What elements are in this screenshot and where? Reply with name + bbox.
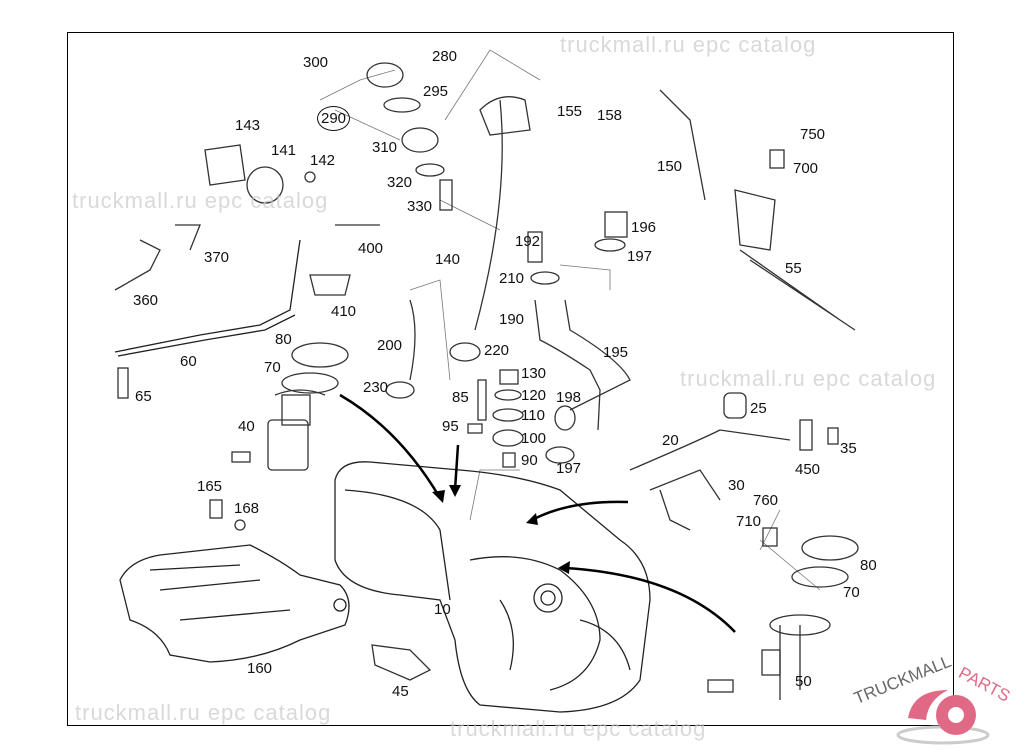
part-label[interactable]: 310 bbox=[372, 139, 398, 156]
part-label[interactable]: 370 bbox=[204, 249, 230, 266]
part-label[interactable]: 90 bbox=[521, 452, 538, 469]
part-label[interactable]: 230 bbox=[363, 379, 389, 396]
rings bbox=[281, 342, 859, 588]
part-label[interactable]: 45 bbox=[392, 683, 409, 700]
part-label[interactable]: 196 bbox=[631, 219, 657, 236]
diagram-frame bbox=[67, 32, 954, 726]
watermark: truckmall.ru epc catalog bbox=[72, 188, 329, 213]
part-label[interactable]: 85 bbox=[452, 389, 469, 406]
part-label[interactable]: 20 bbox=[662, 432, 679, 449]
filler-neck-55 bbox=[734, 189, 856, 331]
part-label[interactable]: 220 bbox=[484, 342, 510, 359]
fuel-pump-40 bbox=[231, 389, 326, 471]
part-label[interactable]: 197 bbox=[627, 248, 653, 265]
part-label[interactable]: 200 bbox=[377, 337, 403, 354]
part-label[interactable]: 168 bbox=[234, 500, 260, 517]
part-label[interactable]: 165 bbox=[197, 478, 223, 495]
part-label[interactable]: 70 bbox=[843, 584, 860, 601]
part-label[interactable]: 750 bbox=[800, 126, 826, 143]
part-label[interactable]: 320 bbox=[387, 174, 413, 191]
part-label[interactable]: 160 bbox=[247, 660, 273, 677]
part-label[interactable]: 198 bbox=[556, 389, 582, 406]
watermark: truckmall.ru epc catalog bbox=[75, 700, 332, 725]
part-label[interactable]: 110 bbox=[521, 407, 545, 424]
part-label[interactable]: 158 bbox=[597, 107, 623, 124]
part-label[interactable]: 155 bbox=[557, 103, 583, 120]
part-label[interactable]: 30 bbox=[728, 477, 745, 494]
part-label[interactable]: 143 bbox=[235, 117, 261, 134]
hoses bbox=[409, 89, 791, 531]
part-label[interactable]: 50 bbox=[795, 673, 812, 690]
part-label[interactable]: 760 bbox=[753, 492, 779, 509]
part-label[interactable]: 192 bbox=[515, 233, 541, 250]
part-label[interactable]: 70 bbox=[264, 359, 281, 376]
arrow-heads bbox=[432, 485, 570, 574]
part-label[interactable]: 25 bbox=[750, 400, 767, 417]
heat-shield bbox=[119, 544, 350, 663]
watermark: truckmall.ru epc catalog bbox=[680, 366, 937, 391]
part-label[interactable]: 195 bbox=[603, 344, 629, 361]
part-label[interactable]: 10 bbox=[434, 601, 451, 618]
fuel-sender-50 bbox=[707, 614, 831, 700]
part-label[interactable]: 35 bbox=[840, 440, 857, 457]
part-label[interactable]: 700 bbox=[793, 160, 819, 177]
part-label[interactable]: 142 bbox=[310, 152, 336, 169]
part-label[interactable]: 95 bbox=[442, 418, 459, 435]
part-label[interactable]: 710 bbox=[736, 513, 762, 530]
watermark: truckmall.ru epc catalog bbox=[450, 716, 707, 741]
part-label[interactable]: 130 bbox=[521, 365, 547, 382]
part-label[interactable]: 150 bbox=[657, 158, 683, 175]
part-label[interactable]: 55 bbox=[785, 260, 802, 277]
watermark: truckmall.ru epc catalog bbox=[560, 32, 817, 57]
part-label[interactable]: 300 bbox=[303, 54, 329, 71]
part-label[interactable]: 140 bbox=[435, 251, 461, 268]
part-label[interactable]: 80 bbox=[860, 557, 877, 574]
part-label[interactable]: 450 bbox=[795, 461, 821, 478]
part-label[interactable]: 330 bbox=[407, 198, 433, 215]
part-label[interactable]: 60 bbox=[180, 353, 197, 370]
part-label[interactable]: 295 bbox=[423, 83, 449, 100]
small-parts bbox=[114, 62, 839, 681]
part-label[interactable]: 197 bbox=[556, 460, 582, 477]
assembly-arrows bbox=[339, 393, 736, 633]
part-label[interactable]: 40 bbox=[238, 418, 255, 435]
leader-lines bbox=[319, 49, 821, 591]
truckmall-logo: TRUCKMALL PARTS bbox=[851, 652, 1024, 750]
part-label[interactable]: 120 bbox=[521, 387, 547, 404]
part-label[interactable]: 100 bbox=[521, 430, 547, 447]
part-label[interactable]: 190 bbox=[499, 311, 525, 328]
bracket-60 bbox=[114, 239, 301, 357]
part-label[interactable]: 65 bbox=[135, 388, 152, 405]
part-label[interactable]: 360 bbox=[133, 292, 159, 309]
fuel-tank bbox=[334, 461, 651, 713]
part-label[interactable]: 280 bbox=[432, 48, 458, 65]
part-label[interactable]: 80 bbox=[275, 331, 292, 348]
part-label[interactable]: 141 bbox=[271, 142, 297, 159]
gear-icon bbox=[896, 690, 990, 745]
part-label[interactable]: 410 bbox=[331, 303, 357, 320]
part-label[interactable]: 210 bbox=[499, 270, 525, 287]
part-label[interactable]: 290 bbox=[317, 106, 351, 131]
part-label[interactable]: 400 bbox=[358, 240, 384, 257]
